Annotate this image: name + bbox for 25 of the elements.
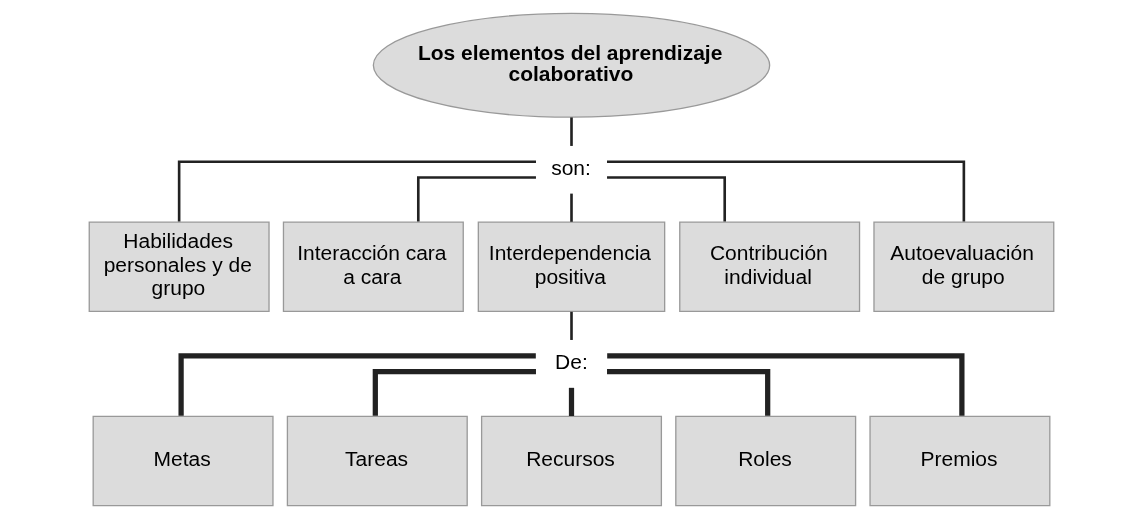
connector	[607, 353, 965, 416]
connector	[178, 353, 536, 416]
node-box: Autoevaluación de grupo	[873, 221, 1055, 312]
node-box: Premios	[869, 415, 1051, 507]
node-box: Contribución individual	[679, 221, 861, 312]
connector	[570, 193, 573, 222]
node-box: Metas	[92, 415, 274, 507]
node-box: Recursos	[480, 415, 663, 507]
node-box: Interdependencia positiva	[477, 221, 666, 312]
connector	[607, 369, 771, 416]
connector	[568, 387, 575, 416]
node-text: son:	[551, 155, 591, 179]
node-box: Habilidades personales y de grupo	[88, 221, 270, 312]
connector	[177, 160, 536, 222]
node-box: Tareas	[286, 415, 468, 507]
connector	[570, 117, 573, 146]
connector	[372, 369, 536, 416]
node-box: Roles	[675, 415, 857, 507]
node-ellipse: Los elementos del aprendizaje colaborativo	[372, 12, 771, 118]
connector	[570, 311, 573, 340]
connector	[607, 160, 966, 222]
connector	[607, 176, 726, 222]
node-box: Interacción cara a cara	[282, 221, 464, 312]
node-text: De:	[555, 349, 588, 373]
connector	[417, 176, 536, 222]
